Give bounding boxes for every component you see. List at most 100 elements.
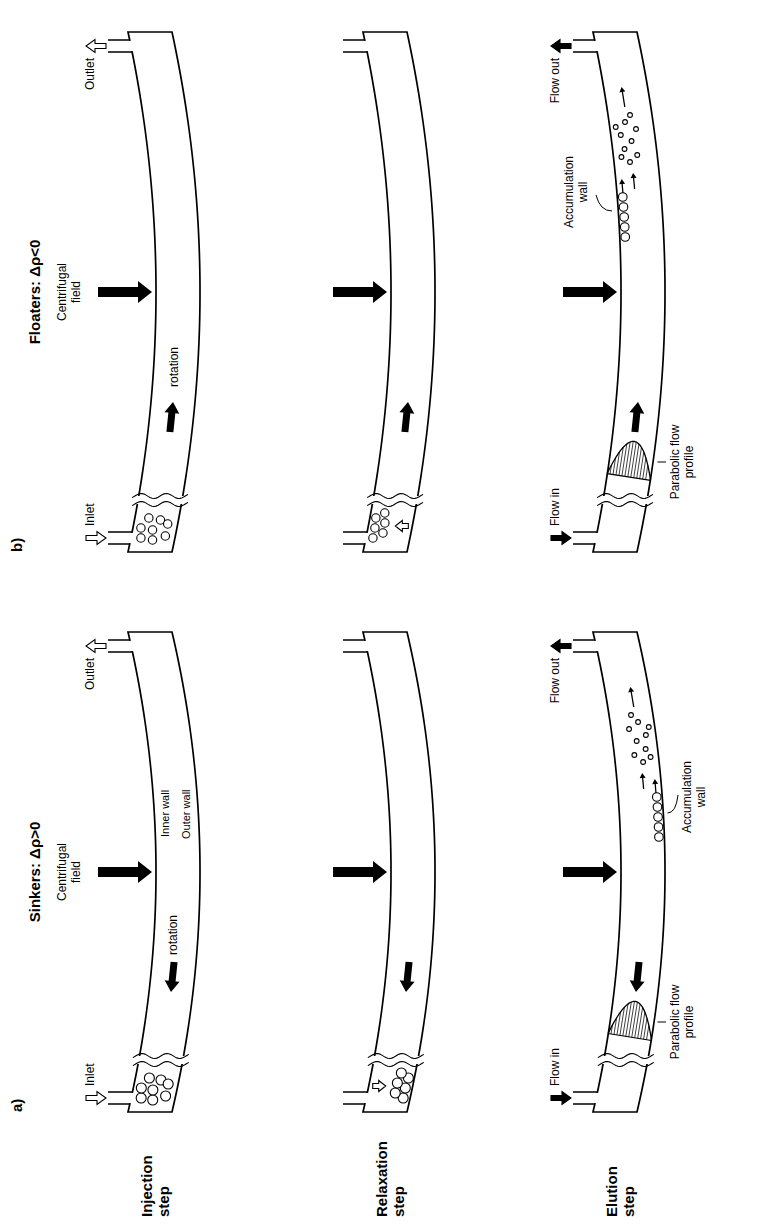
panel-letter: a)	[8, 1072, 25, 1112]
break-mark	[597, 494, 653, 499]
port-tube	[573, 1092, 597, 1104]
port-tube	[108, 40, 132, 52]
particle	[618, 133, 623, 138]
particle	[161, 532, 169, 540]
break-mark	[598, 1054, 654, 1059]
tube-gap	[573, 1093, 599, 1103]
port-tube	[343, 1092, 367, 1104]
break-mark	[132, 494, 188, 499]
particle	[646, 725, 651, 730]
wall-label: Outer wall	[180, 769, 193, 839]
port-label: Inlet	[84, 466, 98, 526]
profile-hatch	[643, 458, 646, 479]
particle	[613, 125, 618, 130]
rotation-label: rotation	[168, 327, 182, 387]
particle	[381, 519, 389, 527]
profile-hatch	[634, 444, 639, 478]
channel-group	[551, 632, 665, 1112]
break-gap	[368, 1056, 424, 1064]
particle	[392, 1078, 402, 1088]
motion-arrow	[619, 87, 625, 107]
profile-hatch	[644, 1018, 647, 1039]
flow-profile	[608, 998, 657, 1041]
panel-heading: Sinkers: Δρ>0	[26, 772, 43, 972]
flow-arrow	[551, 640, 571, 653]
particle	[137, 524, 145, 532]
port-tube	[343, 532, 367, 544]
particle	[396, 1068, 406, 1078]
field-arrow	[563, 861, 617, 883]
particle	[653, 803, 662, 812]
port-tube	[573, 532, 597, 544]
particle	[628, 160, 633, 165]
break-mark	[132, 502, 188, 507]
particle	[161, 1091, 171, 1101]
port-tube	[343, 40, 367, 52]
particle	[136, 1083, 146, 1093]
particle	[643, 747, 648, 752]
field-arrow	[98, 861, 152, 883]
particle	[381, 509, 389, 517]
panel-heading: Floaters: Δρ<0	[26, 192, 43, 392]
break-mark	[133, 1062, 189, 1067]
tube-gap	[343, 41, 369, 51]
rotation-label: rotation	[167, 895, 181, 955]
rotation-arrow	[400, 962, 415, 992]
port-tube	[343, 640, 367, 652]
channel-group	[551, 32, 665, 552]
wall-label: Accumulation wall	[563, 147, 591, 237]
particle	[623, 120, 628, 125]
flow-arrow	[551, 40, 571, 53]
break-gap	[597, 496, 653, 504]
port-label: Flow in	[549, 456, 563, 526]
particle	[620, 223, 629, 232]
rotation-arrow	[399, 402, 414, 432]
particle	[390, 1088, 400, 1098]
particle	[148, 1095, 158, 1105]
flow-profile	[607, 438, 656, 480]
step-label: Elution step	[603, 1137, 638, 1217]
profile-hatch	[631, 442, 636, 477]
break-mark	[598, 1062, 654, 1067]
particle	[379, 529, 387, 537]
particle	[163, 1079, 173, 1089]
channel-group	[86, 632, 200, 1112]
port-label: Flow out	[549, 58, 563, 128]
channel-group	[333, 32, 435, 552]
break-gap	[598, 1056, 654, 1064]
particle	[622, 147, 627, 152]
profile-hatch	[632, 1002, 638, 1037]
relaxation-arrow	[395, 521, 408, 532]
tube-gap	[108, 641, 134, 651]
profile-hatch	[647, 1025, 649, 1039]
break-mark	[368, 1054, 424, 1059]
tube-gap	[343, 1093, 369, 1103]
particle	[144, 1073, 154, 1083]
relaxation-arrow	[373, 1081, 386, 1092]
particle	[372, 514, 380, 522]
rotation-arrow	[630, 962, 645, 992]
tube-gap	[108, 1093, 134, 1103]
rotation-arrow	[629, 402, 644, 432]
flow-arrow	[86, 640, 106, 653]
rotation-arrow	[165, 962, 180, 992]
field-arrow	[333, 861, 387, 883]
leader-line	[596, 195, 612, 211]
rotation-arrow	[164, 402, 179, 432]
leader-line	[658, 1022, 667, 1023]
wall-label: Inner wall	[159, 767, 172, 837]
particle	[148, 536, 156, 544]
particle	[632, 753, 637, 758]
break-gap	[367, 496, 423, 504]
tube-gap	[573, 41, 599, 51]
break-mark	[597, 502, 653, 507]
tube-gap	[108, 533, 134, 543]
break-mark	[367, 502, 423, 507]
break-mark	[368, 1062, 424, 1067]
particle	[369, 534, 377, 542]
port-tube	[108, 640, 132, 652]
particle	[164, 520, 172, 528]
profile-curve	[607, 438, 656, 480]
channel-group	[333, 632, 435, 1112]
